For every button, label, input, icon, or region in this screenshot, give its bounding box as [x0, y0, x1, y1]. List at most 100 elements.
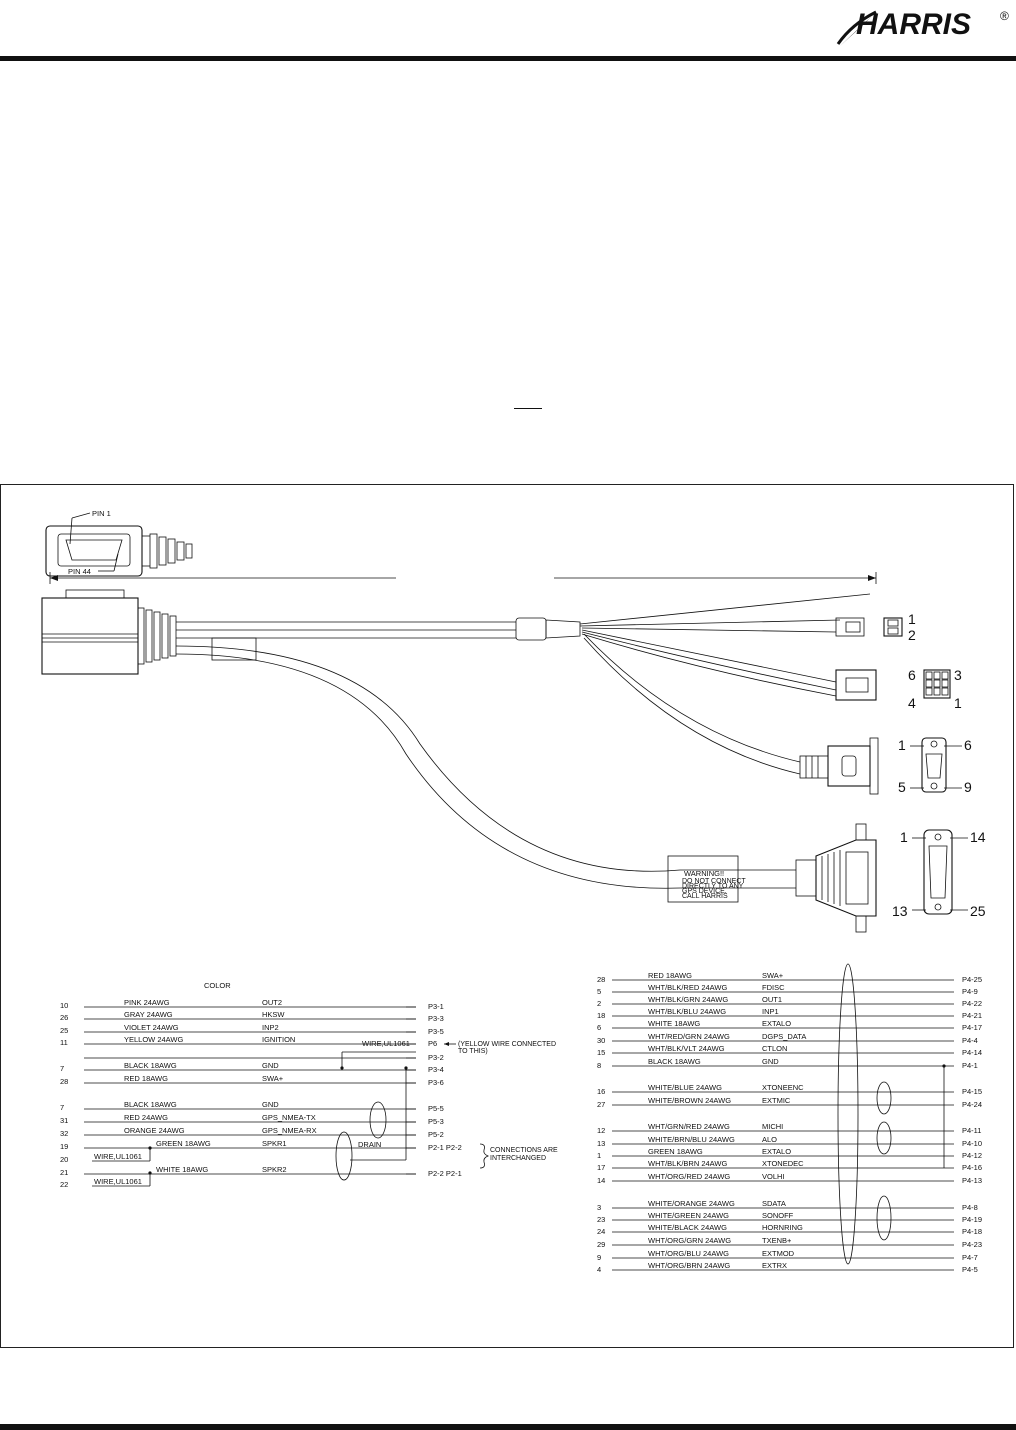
- left-row-signal: OUT2: [262, 998, 282, 1007]
- left-row-destination: P3-4: [428, 1065, 444, 1074]
- interchange-note-line-1: CONNECTIONS ARE: [490, 1147, 558, 1154]
- right-row-signal: EXTMOD: [762, 1249, 795, 1258]
- p3-pin-6-label: 6: [964, 737, 972, 753]
- left-row-destination: P2-2 P2-1: [428, 1169, 462, 1178]
- right-row-wire-color: WHITE/BROWN 24AWG: [648, 1096, 731, 1105]
- p3-pin-5-label: 5: [898, 779, 906, 795]
- right-row-signal: SDATA: [762, 1199, 786, 1208]
- right-row-signal: EXTALO: [762, 1147, 791, 1156]
- right-table-row: 30 WHT/RED/GRN 24AWG DGPS_DATA P4-4: [597, 1032, 978, 1045]
- drawing-frame: [0, 484, 1014, 1348]
- right-row-signal: FDISC: [762, 983, 785, 992]
- right-row-wire-color: GREEN 18AWG: [648, 1147, 703, 1156]
- right-row-pin-number: 17: [597, 1163, 605, 1172]
- left-row-pin-number: 22: [60, 1180, 68, 1189]
- right-row-destination: P4-24: [962, 1100, 982, 1109]
- left-row-signal: GND: [262, 1061, 279, 1070]
- right-row-signal: INP1: [762, 1007, 779, 1016]
- left-row-destination: P3-2: [428, 1053, 444, 1062]
- p3-face-view: 1 6 5 9: [898, 737, 972, 795]
- right-row-wire-color: WHT/ORG/GRN 24AWG: [648, 1236, 731, 1245]
- right-row-wire-color: WHT/GRN/RED 24AWG: [648, 1122, 730, 1131]
- left-row-pin-number: 11: [60, 1038, 68, 1047]
- left-row-wire-color: WIRE,UL1061: [94, 1152, 142, 1161]
- right-row-wire-color: WHT/RED/GRN 24AWG: [648, 1032, 730, 1041]
- right-row-destination: P4-15: [962, 1087, 982, 1096]
- left-row-destination: P2-1 P2-2: [428, 1143, 462, 1152]
- right-row-destination: P4-10: [962, 1139, 982, 1148]
- blank-underline: [514, 408, 542, 409]
- right-row-destination: P4-21: [962, 1011, 982, 1020]
- left-row-pin-number: 28: [60, 1077, 68, 1086]
- p4-pin-14-label: 14: [970, 829, 986, 845]
- left-row-signal: GPS_NMEA-TX: [262, 1113, 316, 1122]
- left-table-annotations: WIRE,UL1061 (YELLOW WIRE CONNECTED TO TH…: [335, 1039, 558, 1181]
- right-row-signal: ALO: [762, 1135, 777, 1144]
- footer-rule: [0, 1424, 1016, 1430]
- right-row-destination: P4-4: [962, 1036, 978, 1045]
- left-row-wire-color: GRAY 24AWG: [124, 1010, 173, 1019]
- right-row-signal: MICHI: [762, 1122, 783, 1131]
- left-row-wire-color: RED 18AWG: [124, 1074, 168, 1083]
- right-row-pin-number: 12: [597, 1126, 605, 1135]
- left-row-wire-color: YELLOW 24AWG: [124, 1035, 183, 1044]
- warning-label-title: WARNING!!: [684, 869, 724, 878]
- left-row-signal: SWA+: [262, 1074, 284, 1083]
- p1-face-view: 1 2: [883, 611, 916, 643]
- pin44-callout: PIN 44: [68, 567, 91, 576]
- right-row-pin-number: 23: [597, 1215, 605, 1224]
- yellow-wire-note-line-2: TO THIS): [458, 1048, 488, 1055]
- right-row-destination: P4-1: [962, 1061, 978, 1070]
- right-row-wire-color: WHT/BLK/BLU 24AWG: [648, 1007, 726, 1016]
- right-row-signal: DGPS_DATA: [762, 1032, 806, 1041]
- p3-pin-1-label: 1: [898, 737, 906, 753]
- right-row-signal: EXTRX: [762, 1261, 787, 1270]
- right-row-destination: P4-25: [962, 975, 982, 984]
- left-row-pin-number: 21: [60, 1168, 68, 1177]
- right-row-destination: P4-12: [962, 1151, 982, 1160]
- left-row-destination: P5-3: [428, 1117, 444, 1126]
- left-row-destination: P3-6: [428, 1078, 444, 1087]
- left-row-wire-color: VIOLET 24AWG: [124, 1023, 179, 1032]
- left-row-signal: SPKR1: [262, 1139, 287, 1148]
- left-table-row: 28 RED 18AWG SWA+ P3-6: [60, 1074, 444, 1087]
- right-row-pin-number: 2: [597, 999, 601, 1008]
- right-row-pin-number: 28: [597, 975, 605, 984]
- left-row-signal: HKSW: [262, 1010, 285, 1019]
- right-row-destination: P4-8: [962, 1203, 978, 1212]
- left-table-color-header: COLOR: [204, 981, 231, 990]
- left-row-wire-color: WHITE 18AWG: [156, 1165, 208, 1174]
- right-row-wire-color: WHITE 18AWG: [648, 1019, 700, 1028]
- right-row-destination: P4-14: [962, 1048, 982, 1057]
- p2-pin-4-label: 4: [908, 695, 916, 711]
- left-row-pin-number: 10: [60, 1001, 68, 1010]
- right-row-pin-number: 1: [597, 1151, 601, 1160]
- cable-harness: WARNING!! DO NOT CONNECT DIRECTLY TO ANY…: [41, 589, 879, 933]
- right-row-pin-number: 16: [597, 1087, 605, 1096]
- left-row-destination: P6: [428, 1039, 437, 1048]
- right-row-pin-number: 30: [597, 1036, 605, 1045]
- right-row-pin-number: 18: [597, 1011, 605, 1020]
- left-row-pin-number: 19: [60, 1142, 68, 1151]
- right-row-signal: SWA+: [762, 971, 784, 980]
- right-row-pin-number: 15: [597, 1048, 605, 1057]
- left-row-pin-number: 26: [60, 1013, 68, 1022]
- left-row-signal: IGNITION: [262, 1035, 295, 1044]
- logo-registered-mark: ®: [1000, 9, 1009, 23]
- right-row-signal: TXENB+: [762, 1236, 792, 1245]
- right-row-destination: P4-7: [962, 1253, 978, 1262]
- warning-label-line-1: DO NOT CONNECT: [682, 878, 746, 885]
- right-row-wire-color: WHT/ORG/BLU 24AWG: [648, 1249, 729, 1258]
